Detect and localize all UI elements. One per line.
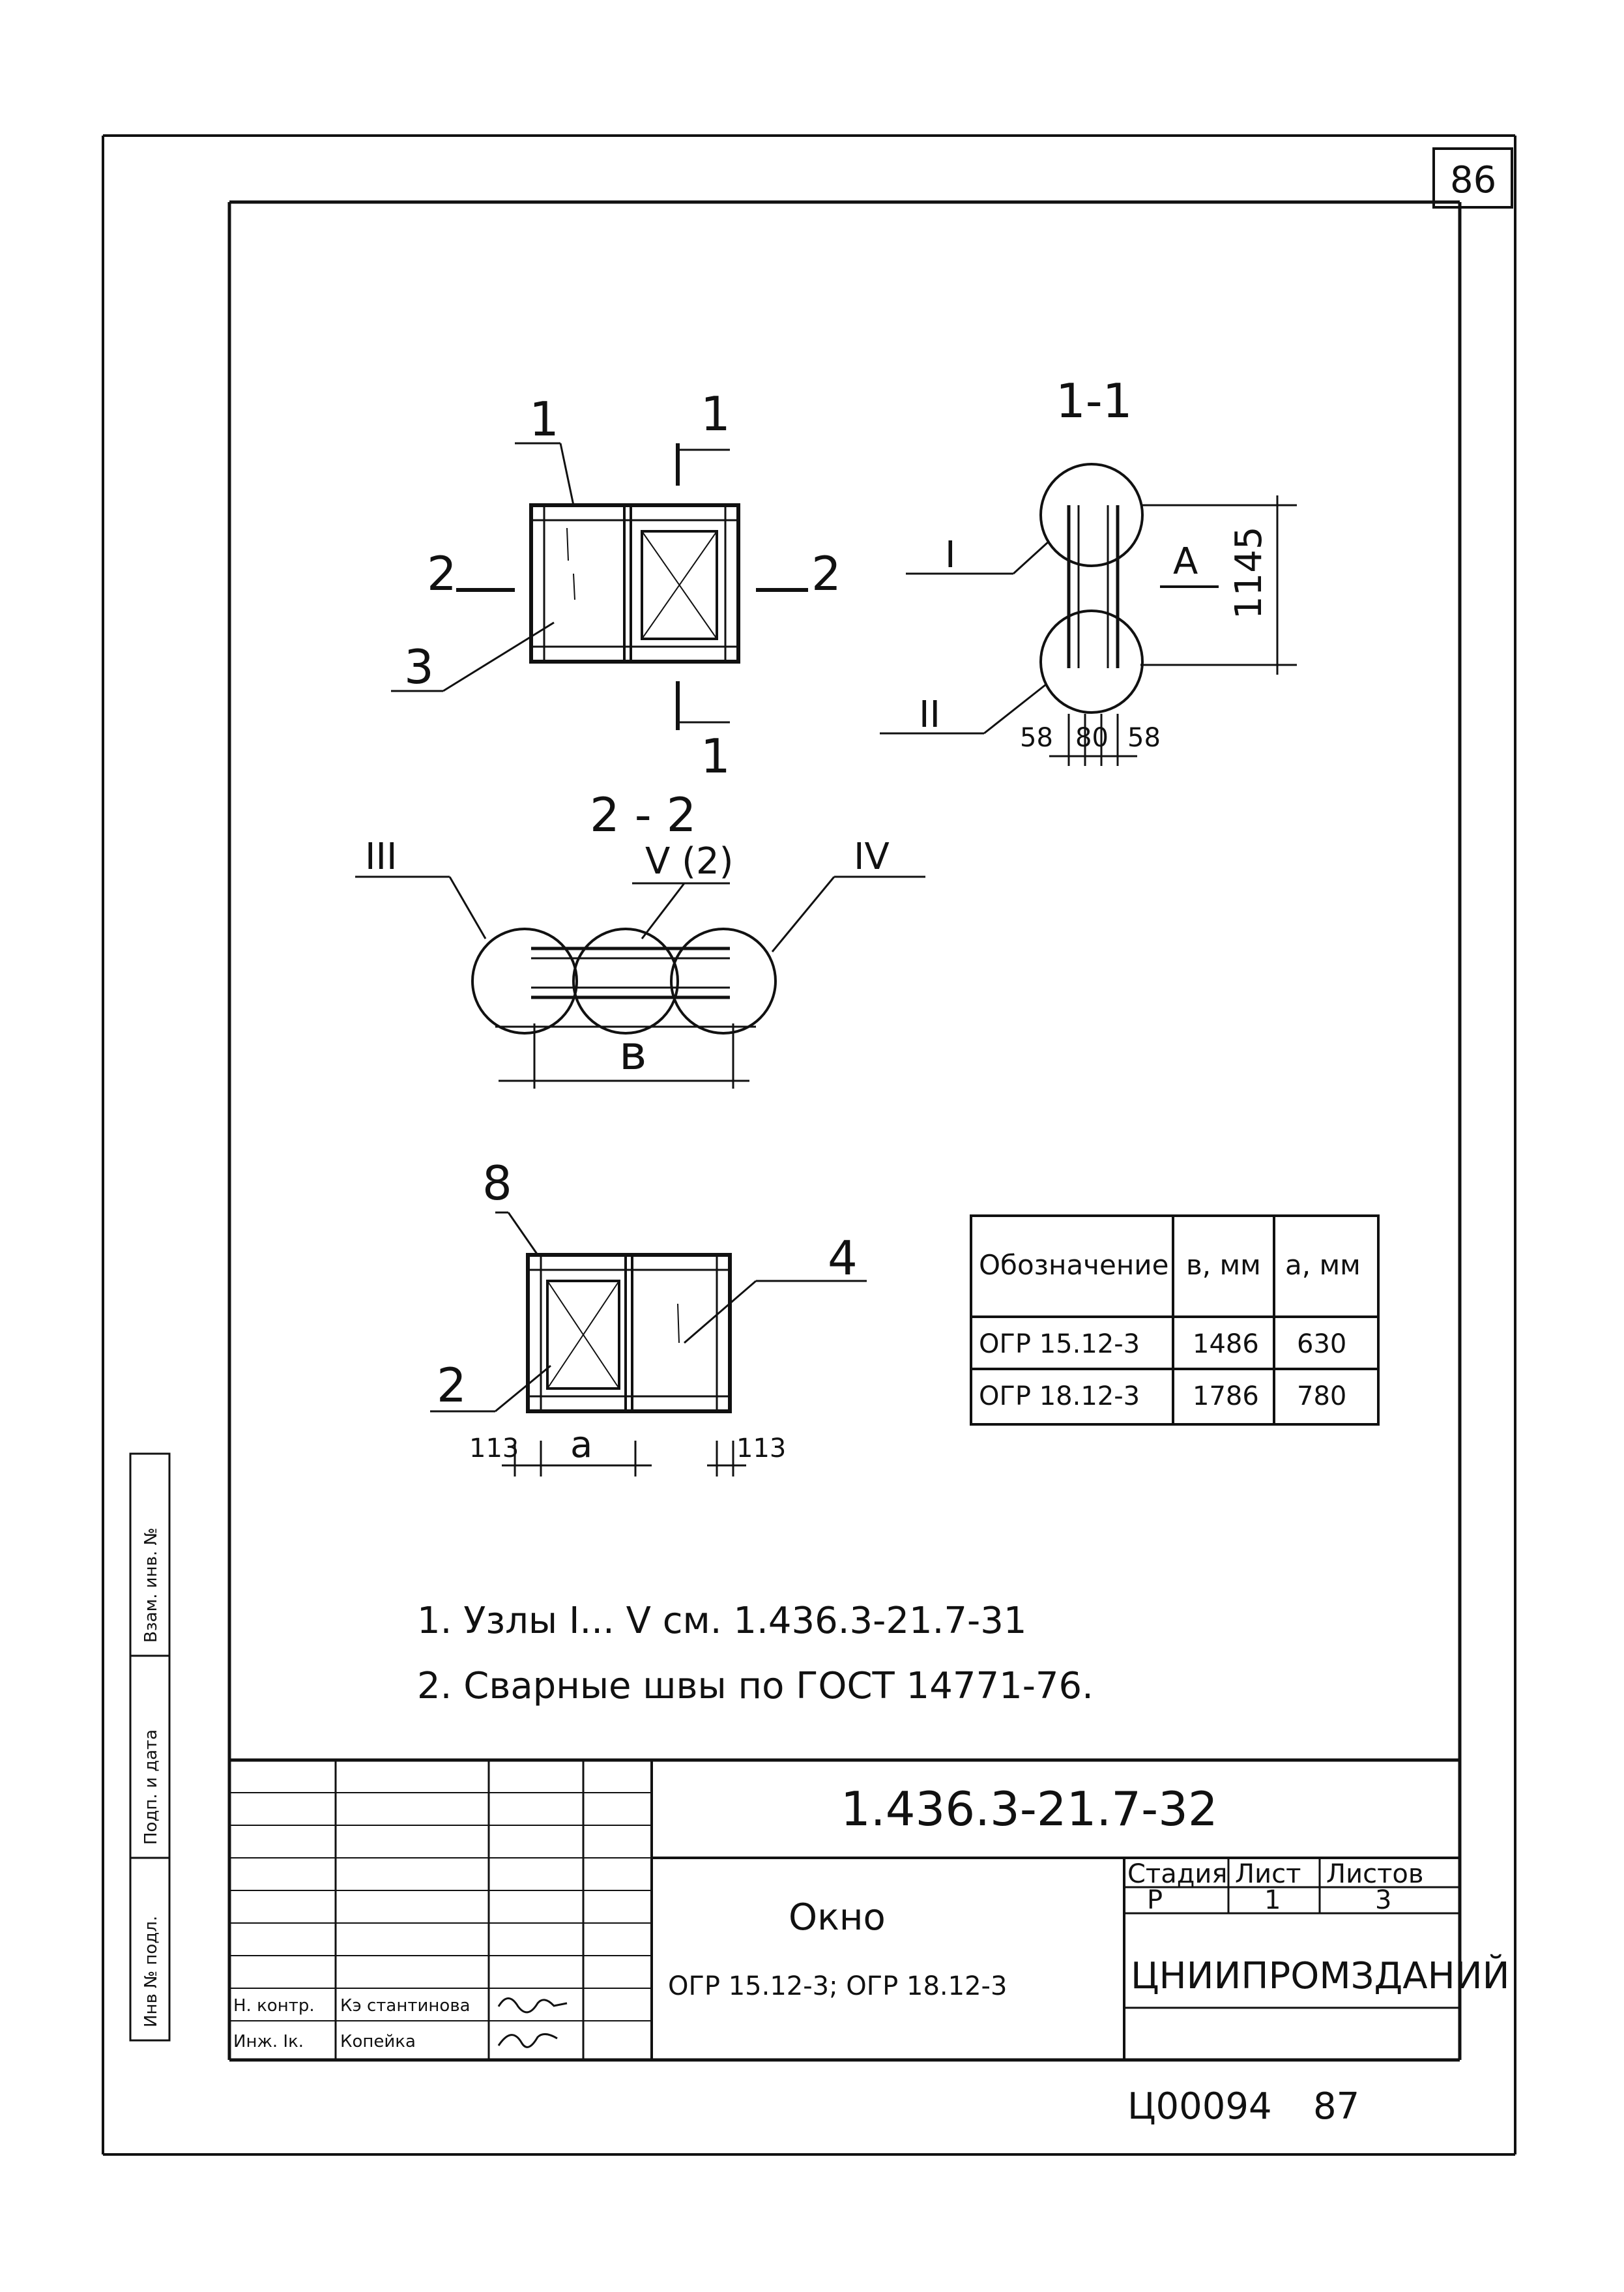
- signature-marks: [497, 1997, 568, 2048]
- side-stamp-inv: Инв № подл.: [141, 1916, 161, 2027]
- front-view-1: [529, 503, 740, 664]
- node-III-label: III: [365, 836, 398, 878]
- note-1: 1. Узлы I... V см. 1.436.3-21.7-31: [417, 1600, 1027, 1642]
- section-2-2-title: 2 - 2: [590, 787, 696, 842]
- section-1-1-drawing: [880, 463, 1297, 766]
- title-block-stage-label: Стадия: [1127, 1859, 1227, 1889]
- table-cell-r2-c1: ОГР 18.12-3: [979, 1381, 1140, 1411]
- section-mark-2-left: 2: [427, 546, 457, 601]
- front-view-2: [430, 1211, 867, 1477]
- section-2-2-drawing: [355, 875, 925, 1089]
- table-cell-r1-c3: 630: [1297, 1329, 1346, 1359]
- node-II-label: II: [919, 694, 940, 736]
- dim-113-right: 113: [736, 1433, 786, 1463]
- dim-left: 58: [1020, 723, 1053, 753]
- dim-b: в: [619, 1025, 646, 1080]
- sheet-number-box: 86: [1432, 147, 1513, 209]
- title-block-grid: [229, 1758, 1460, 2060]
- page-number: 87: [1313, 2085, 1359, 2128]
- sheet-frame: [102, 134, 1516, 2156]
- table-header-b: в, мм: [1186, 1249, 1261, 1281]
- dim-113-left: 113: [469, 1433, 519, 1463]
- table-header-designation: Обозначение: [979, 1249, 1168, 1281]
- title-block-sheets: 3: [1375, 1885, 1391, 1915]
- callout-2: 2: [437, 1358, 467, 1413]
- front-view-1-callouts: [391, 442, 808, 730]
- title-block-sheet: 1: [1264, 1885, 1281, 1915]
- callout-3: 3: [404, 639, 434, 694]
- drawing-frame: [227, 200, 1462, 2062]
- title-block-sheet-label: Лист: [1235, 1859, 1301, 1889]
- section-mark-1-top: 1: [701, 387, 731, 441]
- sheet-number: 86: [1450, 159, 1496, 201]
- node-V-label: V (2): [645, 840, 733, 883]
- callout-8: 8: [482, 1156, 512, 1211]
- dim-right: 58: [1127, 723, 1161, 753]
- title-block-name-2: Копейка: [340, 2032, 416, 2051]
- table-cell-r1-c2: 1486: [1193, 1329, 1259, 1359]
- title-block-name-1: Кэ стантинова: [340, 1996, 471, 2016]
- view-arrow-A: A: [1173, 540, 1198, 583]
- dim-a: a: [570, 1424, 592, 1466]
- section-1-1-title: 1-1: [1056, 374, 1133, 428]
- side-stamp: [129, 1452, 171, 2042]
- title-block-role-1: Н. контр.: [233, 1996, 315, 2016]
- title-block-sheets-label: Листов: [1326, 1859, 1423, 1889]
- note-2: 2. Сварные швы по ГОСТ 14771-76.: [417, 1665, 1094, 1707]
- title-block-subtitle: ОГР 15.12-3; ОГР 18.12-3: [668, 1971, 1007, 2001]
- callout-4: 4: [828, 1231, 858, 1286]
- node-I-label: I: [945, 534, 956, 576]
- callout-1: 1: [529, 392, 559, 447]
- dim-mid: 80: [1075, 723, 1109, 753]
- title-block-doc-code: 1.436.3-21.7-32: [841, 1782, 1218, 1836]
- title-block-stage: Р: [1147, 1885, 1163, 1915]
- node-IV-label: IV: [854, 836, 890, 878]
- table-cell-r1-c1: ОГР 15.12-3: [979, 1329, 1140, 1359]
- side-stamp-sign: Подп. и дата: [141, 1729, 161, 1845]
- side-stamp-replace: Взам. инв. №: [141, 1527, 161, 1643]
- table-header-a: a, мм: [1285, 1249, 1361, 1281]
- title-block-organization: ЦНИИПРОМЗДАНИЙ: [1131, 1954, 1510, 1997]
- section-mark-1-bottom: 1: [701, 729, 731, 784]
- table-cell-r2-c3: 780: [1297, 1381, 1346, 1411]
- archive-number: Ц00094: [1127, 2085, 1272, 2128]
- table-cell-r2-c2: 1786: [1193, 1381, 1259, 1411]
- dimensions-table: [970, 1214, 1380, 1426]
- title-block-role-2: Инж. Iк.: [233, 2032, 304, 2051]
- title-block-title: Окно: [789, 1896, 886, 1939]
- section-mark-2-right: 2: [811, 546, 841, 601]
- height-dimension: 1145: [1228, 526, 1270, 619]
